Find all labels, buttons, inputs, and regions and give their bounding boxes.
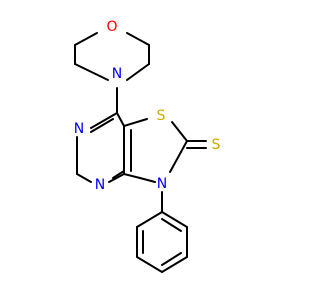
atom-labels: O N N N S S N [74,19,221,193]
atom-n-pyrimidine-1: N [74,121,84,137]
bond [169,140,188,173]
bond [76,173,92,183]
bond [126,63,150,81]
atom-o-morpholine: O [106,19,117,35]
atom-s-thiazole: S [157,108,166,124]
bond [108,173,125,183]
bond [161,218,182,232]
bond [161,211,188,228]
bond [136,211,163,228]
bond [126,32,150,46]
bond [161,256,188,273]
bond [123,118,148,127]
bond [139,177,156,183]
atom-s-thione: S [212,137,221,153]
bond [116,112,125,127]
bond [74,32,98,46]
bond [90,118,114,133]
bond [74,63,109,81]
molecule-diagram: O N N N S S N [74,19,221,273]
bond [112,170,125,179]
bonds [74,32,207,273]
atom-n-thiazole: N [157,176,167,192]
bond [161,252,182,266]
bond [90,112,118,129]
bond [136,256,163,273]
atom-n-morpholine: N [112,66,122,82]
bond [123,173,141,179]
atom-n-pyrimidine-2: N [95,177,105,193]
bond [171,121,188,142]
